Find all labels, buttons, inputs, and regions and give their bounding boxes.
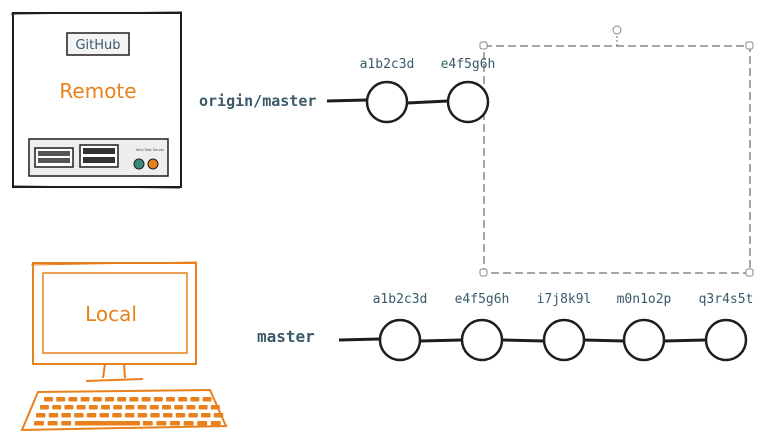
- keyboard-key: [137, 413, 148, 418]
- remote-server: GitHub Remote Very Fast Server: [10, 11, 183, 189]
- local-commit-node: [378, 318, 422, 362]
- keyboard-key: [137, 405, 147, 410]
- keyboard-key: [47, 421, 58, 426]
- keyboard-key: [112, 413, 122, 418]
- remote-commit-node: [446, 80, 490, 124]
- keyboard-key: [162, 405, 171, 410]
- resize-handle-bottom-left[interactable]: [479, 268, 488, 277]
- keyboard-key: [202, 397, 212, 402]
- keyboard-key: [190, 397, 200, 402]
- resize-handle-top-right[interactable]: [745, 41, 754, 50]
- resize-handle-bottom-right[interactable]: [745, 268, 754, 277]
- keyboard-key: [178, 397, 188, 402]
- keyboard-key: [48, 413, 59, 418]
- local-commit-node: [542, 318, 586, 362]
- keyboard-key: [52, 405, 62, 410]
- keyboard-key: [141, 397, 151, 402]
- keyboard-key: [56, 397, 66, 402]
- keyboard-key: [88, 405, 98, 410]
- monitor-stand: [85, 363, 144, 382]
- keyboard-key: [40, 405, 49, 410]
- keyboard-key: [166, 397, 175, 402]
- local-branch-line: [338, 337, 707, 343]
- keyboard-key: [198, 405, 208, 410]
- keyboard-key: [210, 405, 220, 410]
- remote-commit-label: e4f5g6h: [441, 57, 496, 72]
- remote-branch-line: [326, 98, 449, 105]
- monitor-screen: [42, 272, 188, 354]
- remote-branch: origin/master a1b2c3d e4f5g6h: [199, 57, 496, 124]
- local-commit-node: [704, 318, 748, 362]
- local-screen-label: Local: [85, 302, 137, 326]
- keyboard-key: [197, 421, 208, 426]
- keyboard-key: [183, 421, 194, 426]
- keyboard-key: [201, 413, 211, 418]
- remote-branch-label: origin/master: [199, 92, 316, 110]
- keyboard-keys: [34, 397, 224, 426]
- local-branch: master a1b2c3d e4f5g6h i7j8k9l m0n1o2p q3r4s…: [257, 292, 754, 362]
- server-unit-label: Very Fast Server: [136, 148, 165, 152]
- selection-box: [479, 25, 754, 277]
- github-badge: [66, 32, 130, 56]
- keyboard-key: [36, 413, 46, 418]
- local-commit-label: q3r4s5t: [699, 292, 754, 307]
- selection-outline: [483, 45, 751, 274]
- local-commit-label: m0n1o2p: [617, 292, 672, 307]
- keyboard-key: [175, 413, 186, 418]
- local-commit-label: e4f5g6h: [455, 292, 510, 307]
- keyboard-key: [99, 413, 109, 418]
- keyboard-key: [124, 413, 135, 418]
- keyboard-key: [213, 413, 224, 418]
- keyboard-key: [142, 421, 153, 426]
- keyboard-key: [129, 397, 139, 402]
- keyboard-key: [80, 397, 90, 402]
- local-branch-label: master: [257, 327, 315, 346]
- keyboard-key: [163, 413, 173, 418]
- keyboard-key: [153, 397, 163, 402]
- keyboard-spacebar: [80, 421, 140, 426]
- keyboard-key: [76, 405, 86, 410]
- local-computer: Local: [20, 261, 228, 432]
- rotate-handle[interactable]: [612, 25, 622, 35]
- keyboard-key: [117, 397, 127, 402]
- keyboard-key: [64, 405, 74, 410]
- keyboard-key: [125, 405, 135, 410]
- keyboard-key: [188, 413, 198, 418]
- server-led-green: [133, 158, 145, 170]
- keyboard-key: [149, 405, 159, 410]
- keyboard-key: [74, 413, 84, 418]
- keyboard-key: [113, 405, 123, 410]
- local-commit-label: i7j8k9l: [537, 292, 592, 307]
- keyboard-key: [186, 405, 196, 410]
- local-commit-node: [460, 318, 504, 362]
- keyboard-key: [210, 421, 221, 426]
- drive-bay-left: [34, 147, 74, 168]
- local-commit-node: [622, 318, 666, 362]
- keyboard-key: [170, 421, 180, 426]
- keyboard-key: [68, 397, 78, 402]
- keyboard-key: [92, 397, 102, 402]
- remote-title: Remote: [59, 79, 136, 103]
- keyboard-key: [150, 413, 160, 418]
- keyboard-key: [61, 421, 72, 426]
- remote-commit-label: a1b2c3d: [360, 57, 415, 72]
- server-led-orange: [147, 158, 159, 170]
- keyboard-key: [44, 397, 53, 402]
- keyboard-key: [156, 421, 167, 426]
- local-commit-label: a1b2c3d: [373, 292, 428, 307]
- keyboard-key: [34, 421, 44, 426]
- keyboard-key: [86, 413, 97, 418]
- keyboard-key: [174, 405, 184, 410]
- github-badge-label: GitHub: [75, 38, 120, 53]
- keyboard-key: [101, 405, 110, 410]
- resize-handle-top-left[interactable]: [479, 41, 488, 50]
- keyboard-key: [61, 413, 71, 418]
- remote-commit-node: [365, 80, 409, 124]
- keyboard-key: [105, 397, 114, 402]
